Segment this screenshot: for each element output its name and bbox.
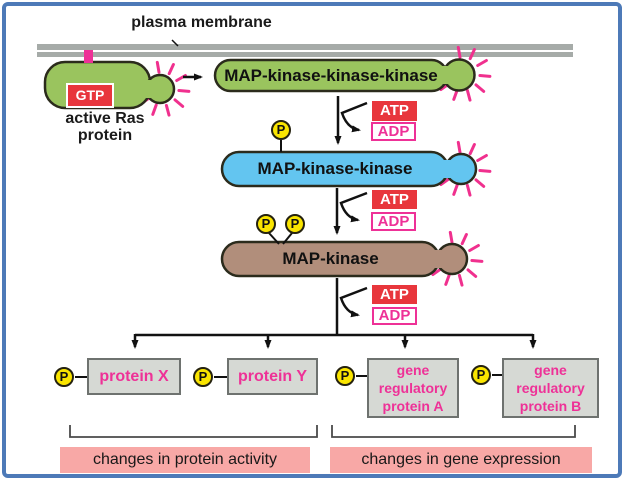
plasma-membrane-label: plasma membrane xyxy=(131,14,272,31)
adp-badge: ADP xyxy=(371,122,416,141)
gene-regulatory-protein-a-box: gene regulatory protein A xyxy=(367,358,459,418)
mapk-label: MAP-kinase xyxy=(282,249,379,268)
phosphate-stick xyxy=(268,232,280,245)
mapkk-neck-shape xyxy=(440,160,452,178)
active-ras-label: active Ras protein xyxy=(65,110,145,144)
protein-activity-outcome-label: changes in protein activity xyxy=(60,447,310,473)
phosphate-icon: P xyxy=(271,120,291,140)
phosphate-icon: P xyxy=(285,214,305,234)
phosphate-icon: P xyxy=(193,367,213,387)
protein-y-box: protein Y xyxy=(227,358,318,395)
gene-regulatory-protein-b-box: gene regulatory protein B xyxy=(502,358,599,418)
gtp-badge: GTP xyxy=(68,85,112,106)
adp-badge: ADP xyxy=(371,212,416,231)
phosphate-icon: P xyxy=(256,214,276,234)
mapkkk-label: MAP-kinase-kinase-kinase xyxy=(224,66,438,85)
atp-adp-conversion-arrow-1 xyxy=(340,101,368,133)
phosphate-icon: P xyxy=(54,367,74,387)
atp-adp-conversion-arrow-3 xyxy=(339,286,368,318)
protein-activity-bracket xyxy=(69,425,318,438)
gene-expression-bracket xyxy=(331,425,576,438)
mapkkk-neck-shape xyxy=(438,66,450,84)
phosphate-stick xyxy=(282,232,293,245)
ras-neck-shape xyxy=(142,80,152,98)
atp-adp-conversion-arrow-2 xyxy=(339,191,368,223)
mapk-neck-shape xyxy=(431,250,443,268)
adp-badge: ADP xyxy=(372,307,417,325)
plasma-membrane-outer-leaflet xyxy=(37,44,573,50)
phosphate-icon: P xyxy=(335,366,355,386)
atp-badge: ATP xyxy=(372,285,417,304)
atp-badge: ATP xyxy=(372,190,417,209)
phosphate-icon: P xyxy=(471,365,491,385)
membrane-anchor-icon xyxy=(84,50,93,63)
atp-badge: ATP xyxy=(372,101,417,121)
gene-expression-outcome-label: changes in gene expression xyxy=(330,447,592,473)
protein-x-box: protein X xyxy=(87,358,181,395)
mapkk-label: MAP-kinase-kinase xyxy=(257,159,413,178)
plasma-membrane-pointer-line xyxy=(171,39,179,47)
plasma-membrane-inner-leaflet xyxy=(37,52,573,57)
